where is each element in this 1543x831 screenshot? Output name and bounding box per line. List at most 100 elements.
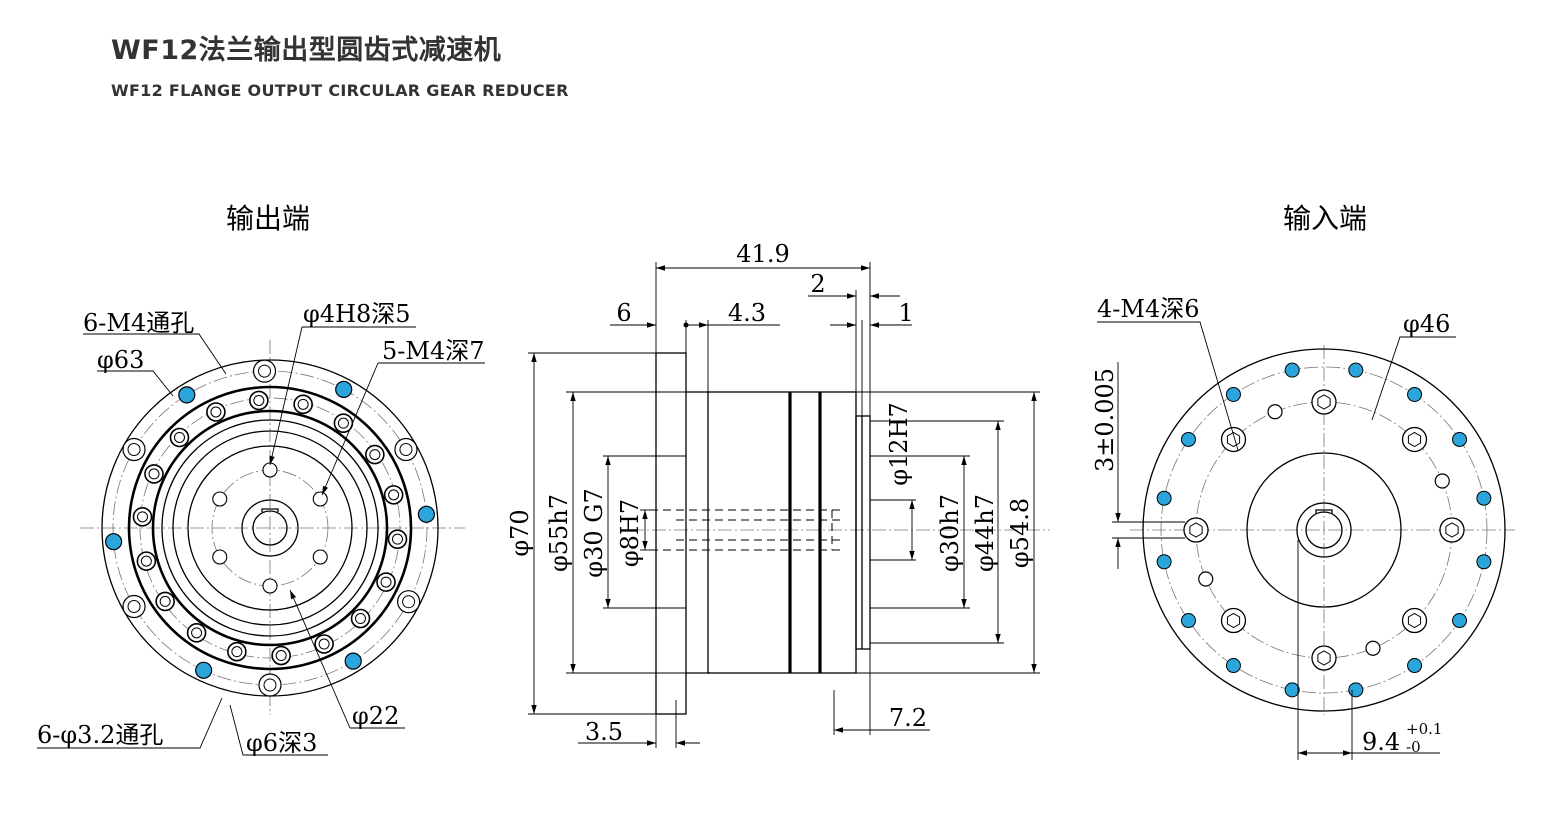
label-dia-4h8: φ4H8深5 [303,300,411,328]
label-6-dia-3-2: 6-φ3.2通孔 [37,721,163,749]
page-title: WF12法兰输出型圆齿式减速机 [111,35,502,66]
input-hex-bolt-4 [1311,645,1337,671]
output-inner-hole-2 [312,549,328,565]
input-accent-hole-10 [1225,386,1241,402]
input-hex-bolt-0 [1311,389,1337,415]
output-m4-through-hole-0 [178,386,196,404]
input-m4-hole-1 [1365,640,1381,656]
input-accent-hole-7 [1156,554,1172,570]
output-inner-hole-3 [262,578,278,594]
input-hex-bolt-5 [1220,607,1247,634]
input-accent-hole-13 [1407,386,1423,402]
dim-dia-30g7: φ30 G7 [580,488,608,577]
label-dia-6-depth3: φ6深3 [246,729,317,757]
input-accent-hole-11 [1284,362,1300,378]
input-accent-hole-6 [1180,613,1196,629]
dim-2: 2 [810,270,825,298]
input-accent-hole-8 [1156,490,1172,506]
output-3-2-hole-1 [394,437,418,462]
dim-41-9: 41.9 [736,240,789,268]
dim-dia-8h7: φ8H7 [616,499,644,567]
input-accent-hole-12 [1348,362,1364,378]
input-accent-hole-14 [1452,431,1468,447]
label-dia-63: φ63 [97,346,144,374]
output-m4-through-hole-3 [417,505,436,523]
dim-dia-54-8: φ54.8 [1006,498,1034,568]
output-3-2-hole-0 [252,359,277,383]
input-hex-bolt-7 [1220,426,1247,453]
dim-dia-30h7: φ30h7 [936,494,964,572]
input-shaft-bore [1296,502,1352,558]
output-inner-hole-5 [212,491,228,507]
output-m4-through-hole-2 [104,533,123,551]
output-ring-bolt-7 [155,591,175,612]
output-m4-through-hole-1 [335,380,353,398]
output-flange [655,352,687,715]
output-ring-bolt-0 [387,529,408,549]
output-ring-bolt-8 [136,551,157,571]
label-6-m4-through: 6-M4通孔 [83,309,194,337]
reducer-body [707,391,857,674]
output-ring-bolt-4 [271,645,291,666]
label-4-m4-depth6: 4-M4深6 [1097,295,1200,323]
input-end-view [1130,345,1515,715]
dim-7-2: 7.2 [889,704,927,732]
input-m4-hole-0 [1434,473,1450,489]
output-ring-bolt-6 [186,623,207,643]
input-accent-hole-1 [1452,613,1468,629]
input-accent-hole-2 [1407,658,1423,674]
label-key-9-4: 9.4 [1362,728,1400,756]
side-view-dimensions [528,262,1040,748]
center-bore [241,499,299,557]
dim-dia-12h7: φ12H7 [885,402,913,486]
output-ring-bolt-10 [144,464,164,484]
output-ring-bolt-2 [350,608,371,629]
output-m4-through-hole-5 [344,652,362,670]
dim-dia-55h7: φ55h7 [545,494,573,572]
label-key-tol-upper: +0.1 [1406,720,1442,738]
input-accent-hole-0 [1476,554,1492,570]
output-inner-hole-4 [212,549,228,565]
output-inner-hole-0 [262,462,278,478]
input-hex-bolt-1 [1401,426,1428,453]
output-ring-bolt-1 [376,572,396,592]
input-plate [855,415,871,650]
output-3-2-hole-5 [258,673,282,697]
output-ring-bolt-9 [132,507,153,527]
output-ring-bolt-14 [293,394,313,415]
label-3-tolerance: 3±0.005 [1091,368,1119,472]
output-ring-bolt-13 [249,390,269,411]
label-dia-22: φ22 [352,702,399,730]
input-m4-hole-3 [1267,404,1283,420]
output-ring-bolt-17 [383,485,404,505]
input-hex-bolt-6 [1183,517,1209,543]
input-accent-hole-15 [1476,490,1492,506]
input-accent-hole-4 [1284,682,1300,698]
dim-4-3: 4.3 [728,299,766,327]
output-end-view [80,340,465,715]
page-subtitle: WF12 FLANGE OUTPUT CIRCULAR GEAR REDUCER [111,81,569,100]
input-hex-bolt-3 [1401,607,1428,634]
input-m4-hole-2 [1198,571,1214,587]
output-ring-bolt-11 [169,427,190,448]
input-end-label: 输入端 [1283,202,1367,235]
input-accent-hole-5 [1225,658,1241,674]
output-ring-bolt-5 [227,641,247,662]
dim-dia-70: φ70 [506,509,534,556]
input-hex-bolt-2 [1439,517,1465,543]
input-outer-circle [1142,348,1506,712]
dim-3-5: 3.5 [585,718,623,746]
input-accent-hole-3 [1348,682,1364,698]
dim-6: 6 [616,299,631,327]
output-3-2-hole-4 [122,594,146,619]
output-3-2-hole-3 [397,590,421,614]
dim-1: 1 [898,299,913,327]
output-m4-through-hole-4 [195,661,213,679]
output-ring-bolt-16 [365,444,385,465]
dim-dia-44h7: φ44h7 [971,494,999,572]
label-5-m4-depth7: 5-M4深7 [382,337,485,365]
label-key-tol-lower: -0 [1406,738,1421,756]
output-3-2-hole-2 [122,437,146,462]
label-dia-46: φ46 [1403,310,1450,338]
